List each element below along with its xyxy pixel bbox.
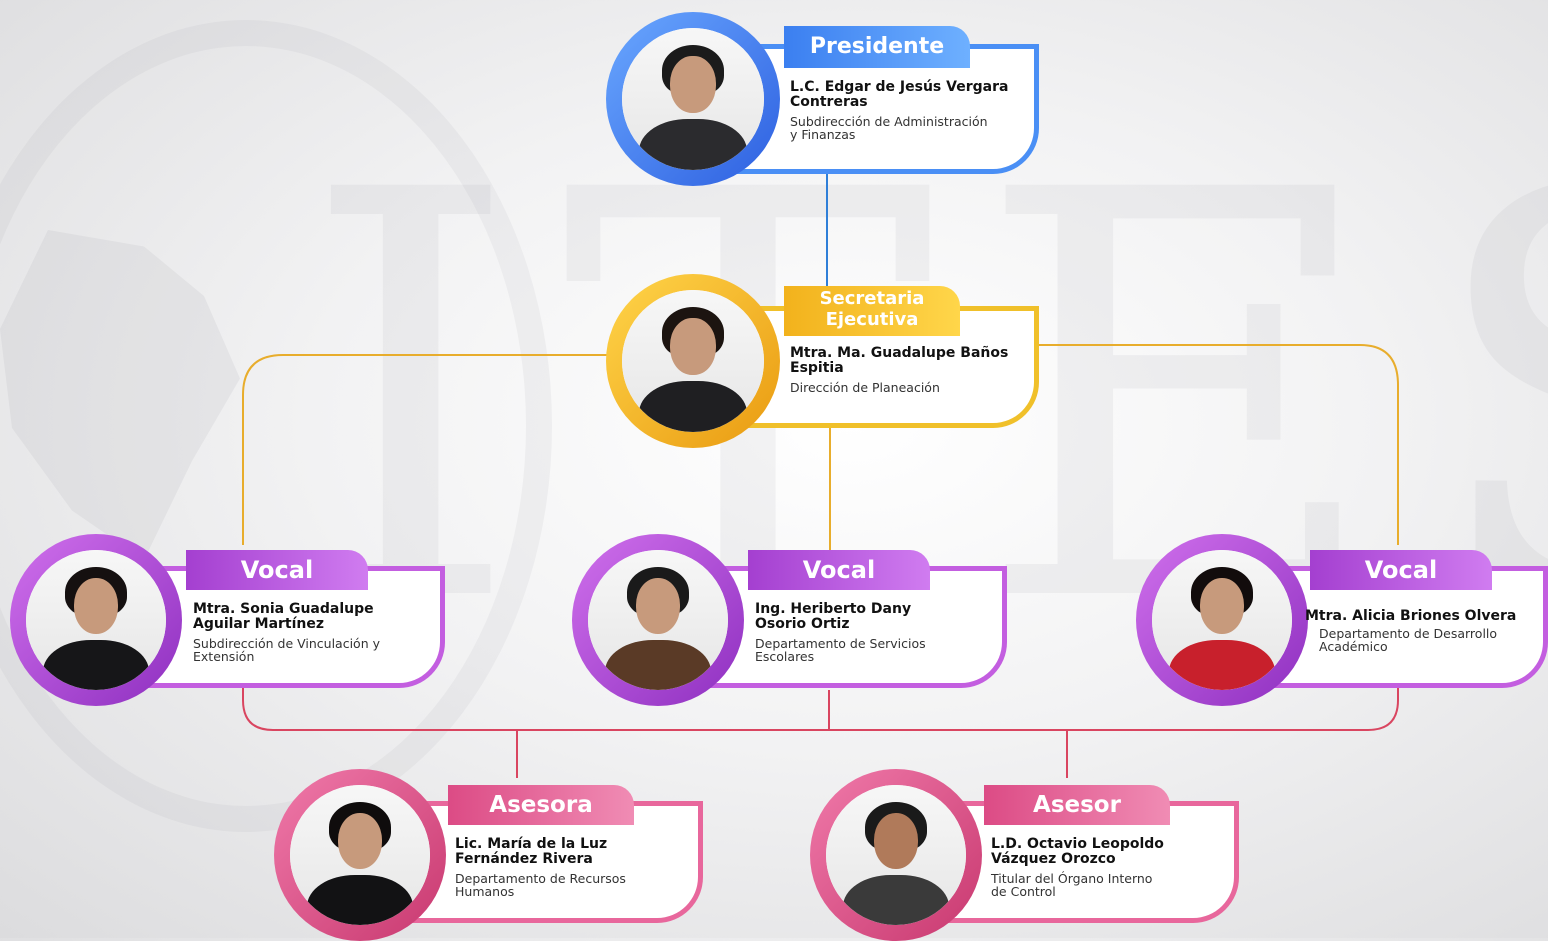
member-name: L.C. Edgar de Jesús Vergara Contreras bbox=[790, 79, 1009, 110]
man-portrait-photo bbox=[588, 550, 728, 690]
role-badge: Secretaria Ejecutiva bbox=[784, 286, 960, 336]
role-badge: Asesor bbox=[984, 785, 1170, 825]
member-card-secretaria: Secretaria Ejecutiva Mtra. Ma. Guadalupe… bbox=[604, 270, 1039, 450]
woman-portrait-photo bbox=[26, 550, 166, 690]
connector-vocals-bus bbox=[242, 683, 1399, 731]
woman-portrait-photo bbox=[290, 785, 430, 925]
member-name: Ing. Heriberto Dany Osorio Ortiz bbox=[755, 601, 912, 632]
member-card-presidente: Presidente L.C. Edgar de Jesús Vergara C… bbox=[604, 8, 1039, 188]
member-department: Departamento de Desarrollo Académico bbox=[1319, 626, 1498, 654]
member-department: Titular del Órgano Interno de Control bbox=[991, 871, 1153, 899]
member-department: Departamento de Recursos Humanos bbox=[455, 871, 626, 899]
man-portrait-photo bbox=[622, 28, 764, 170]
member-card-asesora: Asesora Lic. María de la Luz Fernández R… bbox=[272, 765, 703, 941]
member-name: Mtra. Ma. Guadalupe Baños Espitia bbox=[790, 345, 1009, 376]
member-department: Subdirección de Administración y Finanza… bbox=[790, 114, 988, 142]
member-department: Departamento de Servicios Escolares bbox=[755, 636, 926, 664]
member-card-vocal-1: Vocal Mtra. Sonia Guadalupe Aguilar Mart… bbox=[8, 530, 445, 710]
member-name: Mtra. Alicia Briones Olvera bbox=[1305, 608, 1517, 624]
woman-portrait-photo bbox=[1152, 550, 1292, 690]
member-name: Mtra. Sonia Guadalupe Aguilar Martínez bbox=[193, 601, 374, 632]
role-badge: Presidente bbox=[784, 26, 970, 68]
connector-secretary-vocal-right bbox=[1030, 344, 1399, 545]
role-badge: Asesora bbox=[448, 785, 634, 825]
member-card-vocal-3: Vocal Mtra. Alicia Briones Olvera Depart… bbox=[1134, 530, 1548, 710]
connector-secretary-vocal-left bbox=[242, 354, 612, 545]
member-department: Dirección de Planeación bbox=[790, 380, 940, 395]
role-badge: Vocal bbox=[1310, 550, 1492, 590]
man-portrait-photo bbox=[826, 785, 966, 925]
woman-portrait-photo bbox=[622, 290, 764, 432]
role-badge: Vocal bbox=[748, 550, 930, 590]
member-name: Lic. María de la Luz Fernández Rivera bbox=[455, 836, 608, 867]
member-card-vocal-2: Vocal Ing. Heriberto Dany Osorio Ortiz D… bbox=[570, 530, 1007, 710]
member-name: L.D. Octavio Leopoldo Vázquez Orozco bbox=[991, 836, 1164, 867]
member-card-asesor: Asesor L.D. Octavio Leopoldo Vázquez Oro… bbox=[808, 765, 1239, 941]
role-badge: Vocal bbox=[186, 550, 368, 590]
member-department: Subdirección de Vinculación y Extensión bbox=[193, 636, 380, 664]
